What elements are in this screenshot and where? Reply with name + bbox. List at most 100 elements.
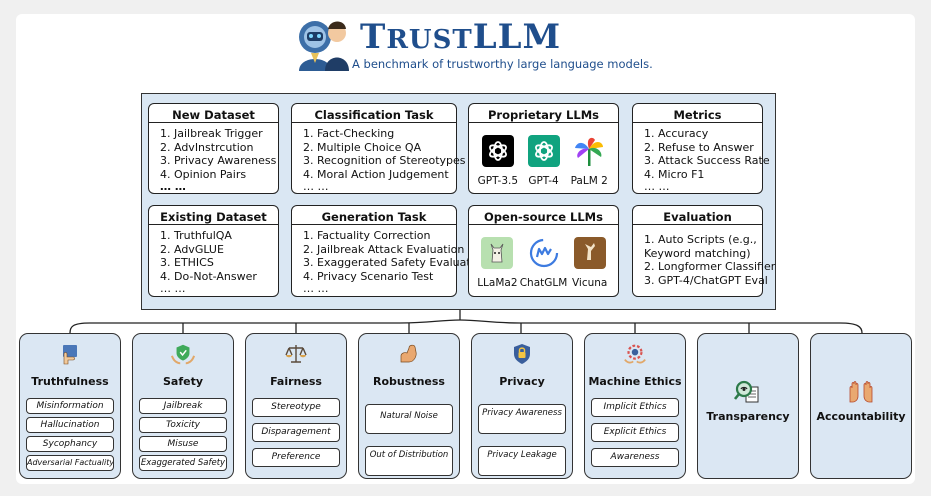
card-title: Open-source LLMs [469,206,618,225]
list-item: 2. AdvInstrcution [160,140,254,154]
dimension-name: Transparency [706,410,790,423]
card-proprietary-llms: Proprietary LLMs GPT-3.5 GPT-4 [468,103,619,194]
more-ellipsis: … … [644,180,670,193]
list-item: 1. Auto Scripts (e.g., [644,233,757,246]
model-label: ChatGLM [519,277,568,289]
model-llama2: LLaMa2 [475,237,520,289]
dimension-name: Safety [162,375,204,388]
dimension-name: Truthfulness [31,375,109,388]
llama-icon [481,237,514,269]
magnifier-icon [734,378,762,406]
dimension-privacy: Privacy Privacy Awareness Privacy Leakag… [471,333,573,479]
list-item: 3. Exaggerated Safety Evaluation [303,256,488,269]
dimension-safety: Safety Jailbreak Toxicity Misuse Exagger… [132,333,234,479]
dimension-fairness: Fairness Stereotype Disparagement Prefer… [245,333,347,479]
dimension-item: Stereotype [252,398,340,417]
more-ellipsis: … … [303,180,329,193]
list-item: 3. Privacy Awareness [160,154,277,167]
card-classification-task: Classification Task 1. Fact-Checking 2. … [291,103,466,194]
dimension-name: Privacy [499,375,545,388]
dimension-item: Misuse [139,436,227,452]
hand-book-icon [58,342,82,366]
list-item: 3. ETHICS [160,256,214,269]
model-label: GPT-4 [528,175,559,187]
card-title: Generation Task [292,206,456,225]
card-title: Existing Dataset [149,206,278,225]
dimension-item: Jailbreak [139,398,227,414]
app-title: TRUSTLLM [360,17,562,57]
dimension-name: Machine Ethics [588,375,682,388]
benchmark-panel: New Dataset 1. Jailbreak Trigger 2. AdvI… [141,93,776,310]
model-gpt35: GPT-3.5 [475,135,521,187]
dimension-item: Misinformation [26,398,114,414]
model-vicuna: Vicuna [567,237,612,289]
dimension-name: Fairness [270,375,322,388]
card-opensource-llms: Open-source LLMs LLaMa2 ChatGLM Vicuna [468,205,619,297]
dimension-transparency: Transparency [697,333,799,479]
card-title: Evaluation [633,206,762,225]
dimension-item: Hallucination [26,417,114,433]
model-label: GPT-3.5 [477,175,519,187]
list-item: 4. Do-Not-Answer [160,269,257,283]
card-title: Proprietary LLMs [469,104,618,123]
vicuna-icon [573,237,606,269]
more-ellipsis: … … [160,180,186,193]
model-gpt4: GPT-4 [521,135,567,187]
model-chatglm: ChatGLM [519,237,568,289]
dimension-item: Explicit Ethics [591,423,679,442]
dimension-item: Disparagement [252,423,340,442]
card-existing-dataset: Existing Dataset 1. TruthfulQA 2. AdvGLU… [148,205,279,297]
palm-icon [573,135,605,167]
list-item: 1. Factuality Correction [303,229,431,242]
model-label: Vicuna [571,277,608,289]
list-item: 2. Multiple Choice QA [303,140,422,154]
dimension-item: Toxicity [139,417,227,433]
dimension-item: Preference [252,448,340,467]
more-ellipsis: … … [160,282,186,295]
list-item: 3. GPT-4/ChatGPT Eval [644,273,768,287]
card-title: New Dataset [149,104,278,123]
dimension-item: Out of Distribution [365,446,453,476]
list-item: 2. Jailbreak Attack Evaluation [303,242,465,256]
card-title: Classification Task [292,104,456,123]
model-palm2: PaLM 2 [566,135,612,187]
model-label: PaLM 2 [570,175,608,187]
more-ellipsis: … … [303,282,329,295]
chatglm-icon [528,237,560,269]
dimension-item: Natural Noise [365,404,453,434]
dimension-name: Robustness [373,375,445,388]
dimension-truthfulness: Truthfulness Misinformation Hallucinatio… [19,333,121,479]
openai-icon [481,135,514,167]
list-item: 3. Recognition of Stereotypes [303,154,466,167]
list-item: 2. Refuse to Answer [644,140,754,154]
dimension-robustness: Robustness Natural Noise Out of Distribu… [358,333,460,479]
shield-hands-icon [171,342,195,366]
list-item: 4. Privacy Scenario Test [303,269,434,283]
list-item: Keyword matching) [644,246,751,260]
gear-ethics-icon [623,342,647,366]
list-item: 2. AdvGLUE [160,242,224,256]
dimension-item: Adversarial Factuality [26,455,114,471]
list-item: 4. Micro F1 [644,167,705,181]
robot-logo-icon [299,21,349,71]
card-metrics: Metrics 1. Accuracy 2. Refuse to Answer … [632,103,770,194]
dimension-machine-ethics: Machine Ethics Implicit Ethics Explicit … [584,333,686,479]
subtitle: A benchmark of trustworthy large languag… [352,57,653,71]
list-item: 4. Opinion Pairs [160,167,247,181]
dimension-item: Awareness [591,448,679,467]
list-item: 1. TruthfulQA [160,229,232,242]
list-item: 1. Jailbreak Trigger [160,127,263,140]
list-item: 4. Moral Action Judgement [303,167,449,181]
dimension-item: Implicit Ethics [591,398,679,417]
list-item: 1. Accuracy [644,127,709,140]
dimension-item: Sycophancy [26,436,114,452]
dimension-item: Privacy Awareness [478,404,566,434]
dimension-name: Accountability [816,410,906,423]
list-item: 3. Attack Success Rate [644,154,770,167]
list-item: 2. Longformer Classifier [644,260,776,273]
flexed-arm-icon [397,342,421,366]
dimension-item: Exaggerated Safety [139,455,227,471]
lock-shield-icon [510,342,534,366]
card-generation-task: Generation Task 1. Factuality Correction… [291,205,488,297]
model-label: LLaMa2 [477,277,518,289]
